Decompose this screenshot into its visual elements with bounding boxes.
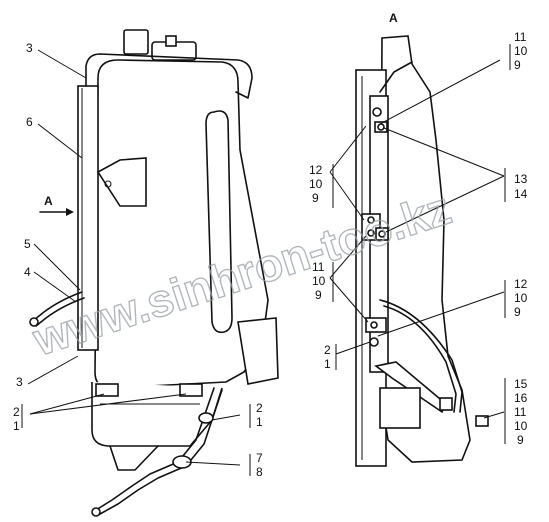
left-callouts: 3 6 5 4 3 2 1 2 1 7 8 — [13, 41, 263, 479]
left-callout-leaders — [21, 49, 251, 476]
callout-4: 4 — [24, 265, 31, 279]
grp-bottom-left-2: 1 — [324, 357, 331, 371]
mounting-strap — [77, 85, 99, 351]
grp-mid-right-2: 14 — [514, 187, 528, 201]
tank-bracket — [96, 157, 147, 207]
grp-top-right-1: 11 — [514, 30, 527, 44]
grp-lower-right-2: 10 — [514, 291, 528, 305]
grp-lower-left-3: 9 — [315, 288, 322, 302]
line-clamp — [198, 412, 214, 424]
top-tube-a — [379, 61, 413, 93]
cap-knob — [165, 35, 177, 47]
tank-view-a — [355, 35, 489, 467]
bottom-clamp-right — [179, 383, 203, 397]
grp-lower-right-3: 9 — [514, 305, 521, 319]
callout-6: 6 — [26, 115, 33, 129]
top-vent-tube — [85, 53, 253, 99]
bolt-5 — [369, 337, 379, 347]
grp-mid-right-1: 13 — [514, 172, 528, 186]
tank-outline-rear — [379, 35, 471, 463]
callout-5: 5 — [24, 237, 31, 251]
callout-2-right: 2 — [256, 401, 263, 415]
callout-8: 8 — [256, 465, 263, 479]
filler-neck — [123, 29, 149, 55]
callout-3-top: 3 — [26, 41, 33, 55]
grp-top-right-2: 10 — [514, 44, 528, 58]
tank-sump — [91, 382, 223, 447]
grp-bottom-right-4: 10 — [514, 419, 528, 433]
end-fitting — [475, 415, 489, 427]
grp-lower-right-1: 12 — [514, 277, 528, 291]
callout-7: 7 — [256, 451, 263, 465]
grp-lower-left-1: 11 — [312, 260, 325, 274]
grp-mid-left-2: 10 — [309, 177, 323, 191]
callout-1-left: 1 — [13, 419, 20, 433]
fuel-hose-left — [33, 291, 83, 321]
view-a-title: A — [389, 11, 398, 25]
grp-lower-left-2: 10 — [312, 274, 326, 288]
lower-box — [379, 387, 421, 429]
drain-funnel — [109, 445, 159, 471]
grp-mid-left-1: 12 — [309, 163, 323, 177]
fuel-line-lower — [95, 387, 215, 511]
grp-bottom-left-1: 2 — [324, 343, 331, 357]
callout-2-left: 2 — [13, 405, 20, 419]
grp-top-right-3: 9 — [514, 58, 521, 72]
grp-bottom-right-1: 15 — [514, 377, 528, 391]
fuel-tank-side-view: A — [29, 29, 279, 517]
grp-bottom-right-3: 11 — [514, 405, 527, 419]
right-callouts: 11 10 9 12 10 9 13 14 11 10 9 12 10 9 2 … — [309, 30, 528, 447]
bottom-clamp-left — [95, 383, 119, 397]
callout-1-right: 1 — [256, 415, 263, 429]
grp-bottom-right-5: 9 — [517, 433, 524, 447]
tank-handle — [205, 110, 233, 334]
bolt-1 — [372, 107, 382, 117]
grp-mid-left-3: 9 — [312, 191, 319, 205]
fuel-line-end — [91, 507, 101, 517]
hose-view-a — [379, 299, 463, 413]
lower-fitting — [439, 397, 453, 411]
grp-bottom-right-2: 16 — [514, 391, 528, 405]
hose-fitting-left — [29, 317, 39, 327]
right-callout-leaders — [329, 44, 511, 444]
side-guard — [237, 317, 279, 385]
view-arrow-label: A — [44, 194, 53, 208]
callout-3-bottom: 3 — [16, 375, 23, 389]
